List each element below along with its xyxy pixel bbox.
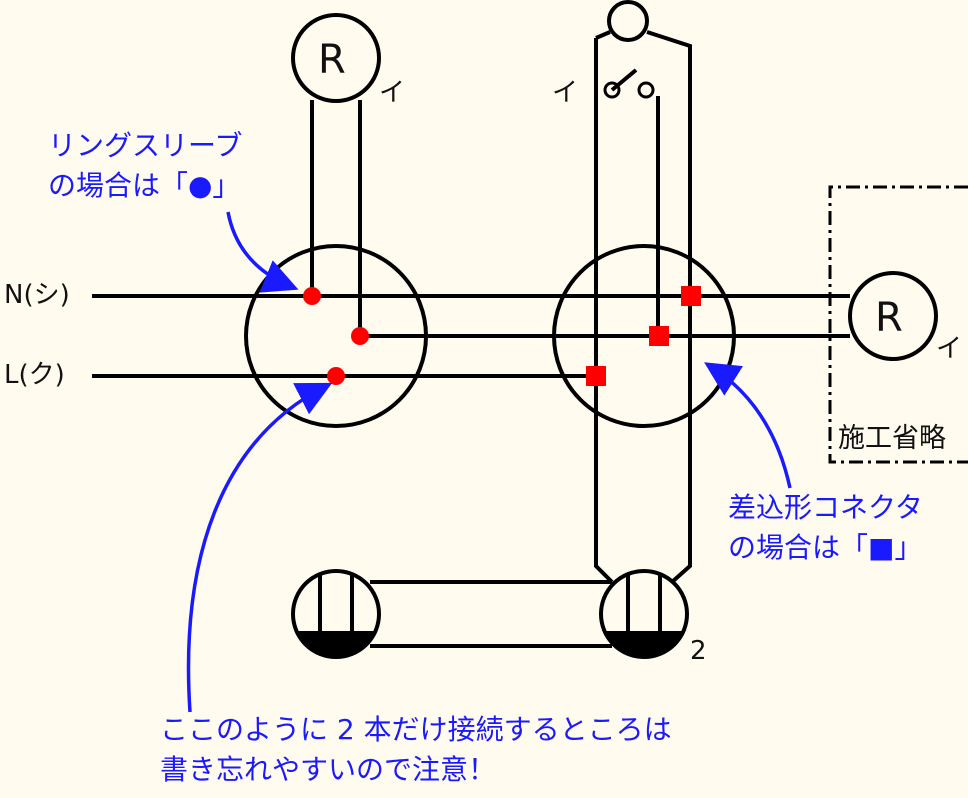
ring-sleeve-note-line1: リングスリーブ bbox=[48, 129, 243, 162]
ring-sleeve-dot-neutral bbox=[303, 287, 321, 305]
switch-lever bbox=[610, 68, 638, 92]
switch-circle bbox=[607, 0, 649, 42]
ring-sleeve-dot-switched bbox=[351, 327, 369, 345]
outlet-left bbox=[291, 569, 381, 659]
live-label: L(ク) bbox=[4, 360, 65, 390]
neutral-label: N(シ) bbox=[4, 280, 70, 310]
push-in-square-neutral bbox=[681, 286, 701, 306]
push-in-note-line1: 差込形コネクタ bbox=[728, 491, 923, 524]
switch-cable-outline-right bbox=[646, 30, 692, 584]
switch-cable-outline bbox=[594, 38, 614, 584]
lamp-r-right-label: R bbox=[875, 295, 903, 341]
lamp-r-right bbox=[848, 271, 938, 361]
lamp-i-right-label: イ bbox=[936, 334, 963, 364]
lamp-r-top bbox=[291, 13, 381, 103]
switch-contact-right bbox=[637, 81, 655, 99]
omitted-label: 施工省略 bbox=[838, 423, 946, 454]
push-in-square-live bbox=[586, 366, 606, 386]
push-in-note-line2: の場合は「■」 bbox=[728, 531, 923, 564]
omitted-area-border bbox=[828, 185, 968, 464]
arrow-push-in bbox=[704, 362, 792, 489]
bottom-note-line2: 書き忘れやすいので注意！ bbox=[160, 753, 497, 786]
lamp-r-top-label: R bbox=[318, 37, 346, 83]
outlet-right bbox=[599, 569, 689, 659]
switch-cable-top bbox=[595, 30, 611, 40]
outlet-count-label: 2 bbox=[690, 636, 707, 666]
bottom-note-line1: ここのように 2 本だけ接続するところは bbox=[160, 713, 672, 746]
arrow-bottom-note bbox=[186, 382, 333, 713]
ring-sleeve-note-line2: の場合は「●」 bbox=[48, 169, 241, 202]
arrow-ring-sleeve bbox=[226, 211, 299, 293]
ring-sleeve-dot-live bbox=[327, 367, 345, 385]
push-in-square-switched bbox=[649, 326, 669, 346]
lamp-i-top-label: イ bbox=[379, 78, 406, 108]
switch-i-label: イ bbox=[552, 78, 579, 108]
